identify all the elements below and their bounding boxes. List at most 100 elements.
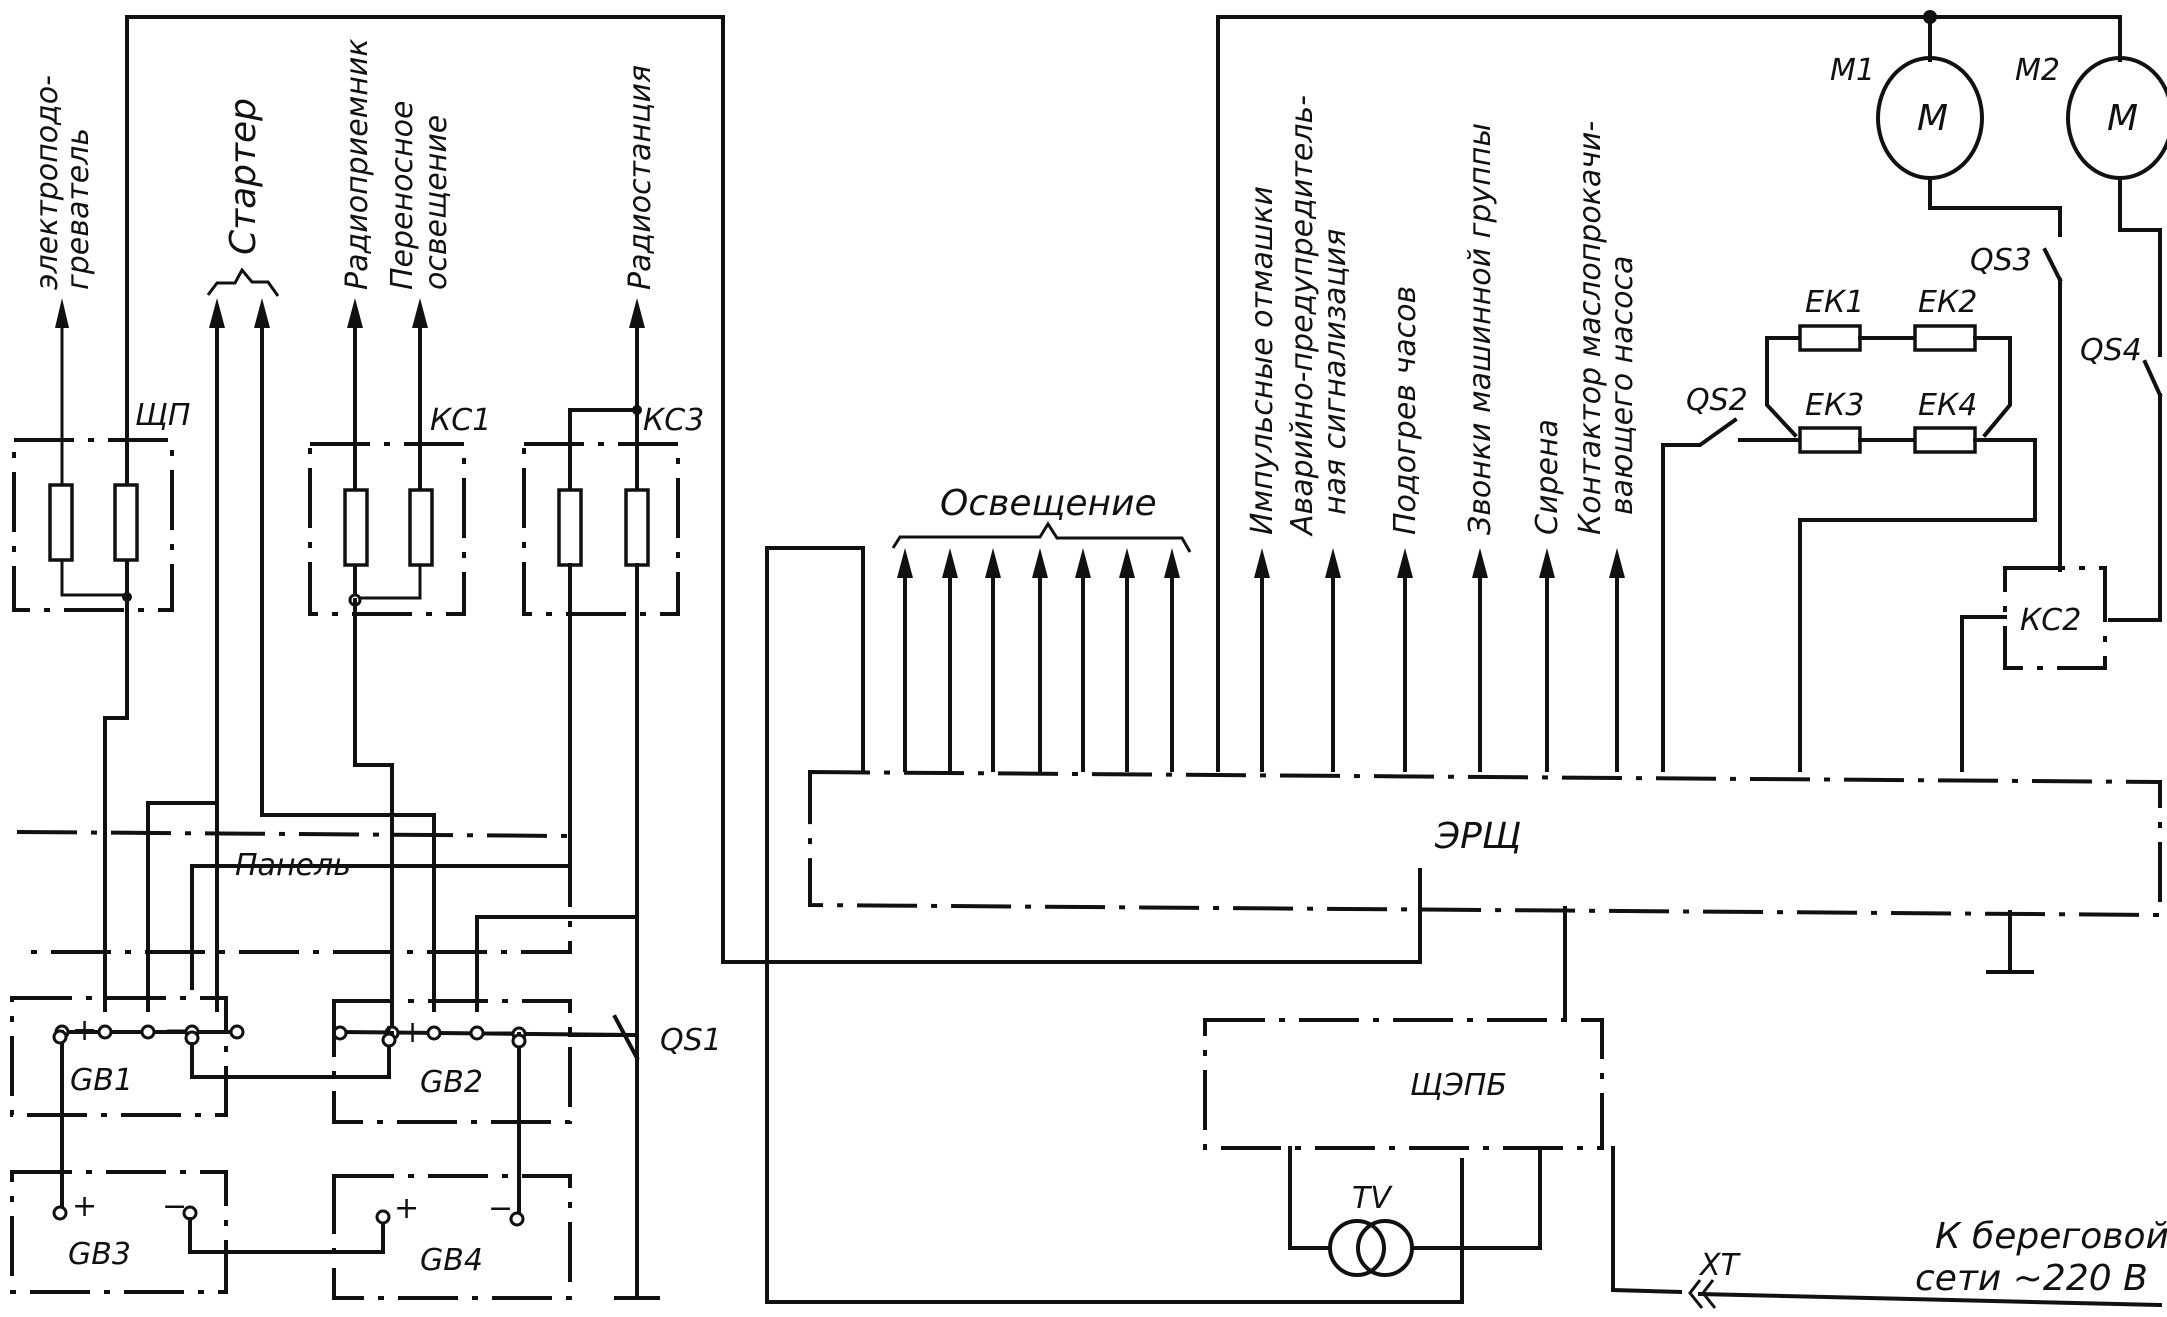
svg-text:+: +: [72, 1013, 97, 1048]
motor-m2: М: [2066, 15, 2167, 357]
svg-text:−: −: [162, 1189, 187, 1224]
portable-lighting-label-2: освещение: [419, 115, 454, 290]
panel-terminal: [229, 1024, 245, 1040]
starter-label: Стартер: [223, 98, 264, 255]
arrow-up-icon: [347, 298, 363, 328]
motor-m1: М: [1876, 15, 2062, 237]
ks1-fuse-box: [308, 442, 466, 1027]
clock-heating-label: Подогрев часов: [1388, 286, 1423, 535]
portable-lighting-label-1: Переносное: [385, 101, 420, 290]
arrow-up-icon: [209, 298, 225, 328]
lighting-feed-wire: [765, 546, 1464, 1304]
ks3-label: КС3: [643, 403, 704, 438]
top-loop-wire-left: [125, 15, 1422, 964]
fuse-icon: [624, 488, 650, 567]
svg-text:+: +: [400, 1015, 425, 1050]
alarm-label-1: Аварийно-предупредитель-: [1285, 95, 1320, 537]
qs2-label: QS2: [1686, 383, 1748, 418]
arrow-up-icon: [1472, 548, 1488, 578]
transformer-tv: [1328, 1219, 1414, 1277]
arrow-up-icon: [1164, 548, 1180, 578]
heater-label-2: греватель: [61, 128, 96, 290]
radio-station-feed: [629, 298, 645, 412]
ek4-label: ЕК4: [1918, 388, 1977, 423]
lighting-feeds: [891, 521, 1192, 772]
qs3-switch: [2042, 247, 2063, 572]
arrow-up-icon: [1119, 548, 1135, 578]
gb2-label: GB2: [420, 1065, 483, 1100]
arrow-up-icon: [629, 298, 645, 328]
arrow-up-icon: [1032, 548, 1048, 578]
panel-terminal: [469, 1025, 485, 1041]
qs2-switch: [1661, 417, 1738, 772]
heater-ek1: [1798, 324, 1862, 352]
arrow-up-icon: [897, 548, 913, 578]
shp-fuse-box: [12, 330, 174, 612]
xt-label: XT: [1698, 1248, 1742, 1283]
arrow-up-icon: [1539, 548, 1555, 578]
gb3-label: GB3: [68, 1237, 131, 1272]
gb1-label: GB1: [70, 1063, 133, 1098]
heater-bank: [1738, 324, 2037, 772]
arrow-up-icon: [1609, 548, 1625, 578]
qs4-switch: [2108, 359, 2163, 622]
ks1-label: КС1: [430, 403, 491, 438]
ks2-label: КС2: [2020, 603, 2081, 638]
tv-label: TV: [1352, 1181, 1393, 1216]
top-bus-right: [1216, 15, 2122, 772]
arrow-up-icon: [1075, 548, 1091, 578]
arrow-up-icon: [412, 298, 428, 328]
panel-terminal: [97, 1024, 113, 1040]
battery-gb3: + − GB3: [10, 1170, 385, 1294]
contactor-label-2: вающего насоса: [1605, 256, 1640, 515]
connector-icon: [1688, 1279, 1704, 1309]
arrow-up-icon: [1254, 548, 1270, 578]
arrow-up-icon: [55, 298, 69, 328]
ek1-label: ЕК1: [1805, 285, 1864, 320]
fuse-icon: [408, 488, 434, 567]
starter-lower-wire: [146, 758, 219, 1012]
battery-gb4: + − GB4: [332, 1174, 572, 1300]
arrow-up-icon: [1397, 548, 1413, 578]
brace: [206, 267, 280, 297]
m1-label: М1: [1830, 53, 1875, 88]
ek2-label: ЕК2: [1918, 285, 1977, 320]
arrow-up-icon: [942, 548, 958, 578]
shp-feed-wire: [103, 595, 129, 1012]
panel-terminal: [140, 1024, 156, 1040]
heater-label-1: электроподо-: [30, 75, 65, 290]
transformer-icon: [1328, 1219, 1386, 1277]
svg-text:−: −: [490, 1015, 515, 1050]
battery-gb2: + − GB2: [332, 999, 572, 1124]
shp-label: ЩП: [135, 398, 190, 433]
shore-panel-label: ЩЭПБ: [1410, 1068, 1507, 1103]
fuse-icon: [343, 488, 369, 567]
fuse-icon: [48, 483, 74, 562]
engine-bells-label: Звонки машинной группы: [1463, 123, 1498, 535]
motor-symbol: М: [1917, 98, 1948, 139]
radio-station-label: Радиостанция: [623, 65, 658, 290]
heater-ek4: [1913, 426, 1977, 454]
heater-ek2: [1913, 324, 1977, 352]
fuse-icon: [557, 488, 583, 567]
panel-label: Панель: [235, 848, 351, 883]
lighting-label: Освещение: [940, 483, 1157, 524]
starter-feed: [206, 267, 280, 1012]
gb4-label: GB4: [420, 1243, 483, 1278]
contactor-label-1: Контактор маслопрокачи-: [1573, 121, 1608, 535]
svg-text:+: +: [394, 1191, 419, 1226]
portable-lighting-feed: [412, 298, 428, 512]
qs1-label: QS1: [660, 1023, 722, 1058]
brace: [891, 521, 1192, 553]
battery-gb1: + − GB1: [10, 996, 391, 1117]
arrow-up-icon: [254, 298, 270, 328]
svg-text:−: −: [488, 1191, 513, 1226]
qs1-switch: [568, 858, 660, 1300]
ks2-box: [1960, 566, 2107, 772]
alarm-label-2: ная сигнализация: [1318, 229, 1353, 515]
ks3-fuse-box: [190, 405, 680, 1012]
erp-label: ЭРЩ: [1434, 816, 1521, 857]
siren-label: Сирена: [1530, 419, 1565, 535]
erp-panel: [808, 769, 2162, 1020]
